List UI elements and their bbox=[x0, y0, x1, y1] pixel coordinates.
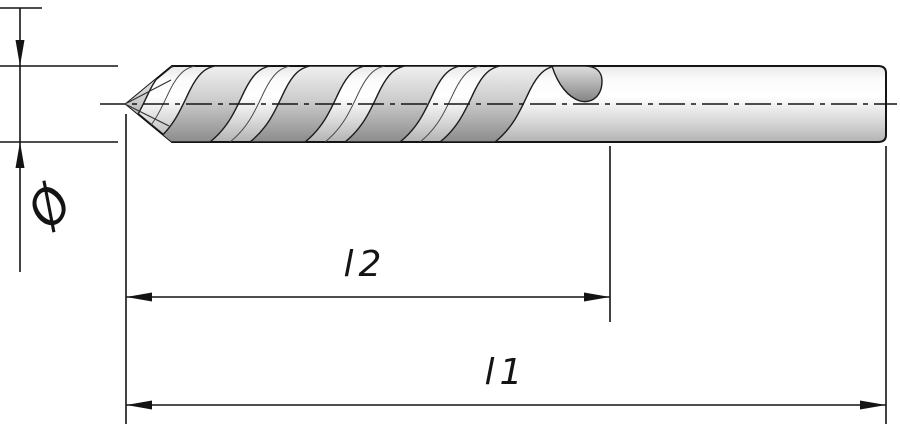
overall-length-dimension bbox=[126, 146, 887, 424]
tip-facet-line-upper bbox=[126, 79, 172, 104]
land-margin-line-4 bbox=[419, 66, 481, 142]
land-margin-line-2 bbox=[229, 66, 291, 142]
diameter-symbol-label: Ø bbox=[15, 175, 84, 239]
flute-length-label: l2 bbox=[344, 244, 387, 285]
arrowhead-left-icon bbox=[126, 292, 152, 302]
diameter-dimension bbox=[0, 7, 118, 272]
overall-length-label: l1 bbox=[485, 352, 528, 393]
tip-facet-line-lower bbox=[126, 104, 170, 127]
flute-groove-2 bbox=[153, 66, 271, 142]
arrowhead-down-icon bbox=[15, 40, 25, 66]
flute-length-dimension bbox=[125, 114, 611, 424]
arrowhead-right-icon bbox=[584, 292, 610, 302]
arrowhead-right-icon bbox=[860, 400, 886, 410]
land-margin-line-3 bbox=[324, 66, 386, 142]
arrowhead-left-icon bbox=[126, 400, 152, 410]
arrowhead-up-icon bbox=[15, 142, 25, 168]
flute-runout bbox=[551, 66, 603, 103]
